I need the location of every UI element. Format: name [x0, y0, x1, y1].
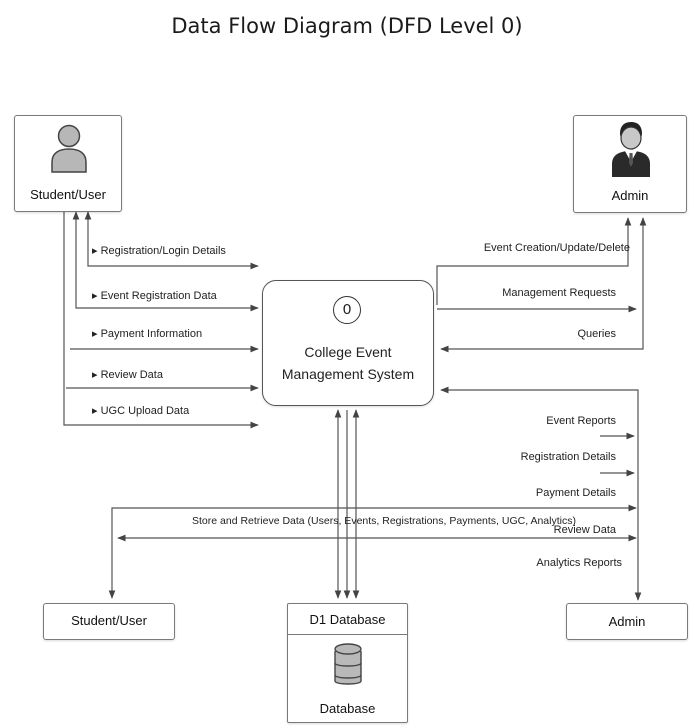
student-user-entity-top[interactable]: Student/User [14, 115, 122, 212]
datastore-header: D1 Database [309, 612, 386, 627]
label-store-retrieve: Store and Retrieve Data (Users, Events, … [192, 515, 576, 527]
admin-icon [612, 122, 650, 177]
label-analytics-reports: Analytics Reports [536, 557, 622, 569]
student-user-entity-bottom[interactable]: Student/User [43, 603, 175, 640]
flow-admin-bottom-link [440, 386, 642, 601]
datastore-d1-database[interactable]: D1 Database Database [287, 603, 408, 723]
label-management-requests: Management Requests [502, 287, 616, 299]
label-review-data-report: Review Data [553, 524, 616, 536]
admin-label-bottom: Admin [608, 614, 646, 629]
label-event-reports: Event Reports [546, 415, 616, 427]
label-event-registration: ▸ Event Registration Data [92, 290, 217, 302]
flow-event-registration [72, 211, 259, 312]
diagram-title: Data Flow Diagram (DFD Level 0) [171, 14, 523, 38]
label-payment-details: Payment Details [535, 487, 616, 499]
label-review-data: ▸ Review Data [92, 369, 163, 381]
process-name-line2: Management System [281, 366, 415, 382]
process-name-line1: College Event [304, 344, 392, 360]
label-registration-details: Registration Details [520, 451, 616, 463]
admin-entity-top[interactable]: Admin [573, 115, 687, 213]
label-registration-login: ▸ Registration/Login Details [92, 245, 226, 257]
user-icon [51, 124, 87, 173]
student-user-label-top: Student/User [30, 187, 106, 202]
flow-store-top [108, 504, 637, 599]
process-college-event-system[interactable]: 0 College Event Management System [262, 280, 434, 406]
process-number-circle: 0 [333, 296, 361, 324]
student-user-label-bottom: Student/User [71, 613, 147, 628]
label-payment-information: ▸ Payment Information [92, 328, 203, 340]
admin-label-top: Admin [611, 188, 649, 203]
admin-entity-bottom[interactable]: Admin [566, 603, 688, 640]
flow-ugc [63, 212, 259, 429]
database-icon [334, 643, 362, 685]
datastore-label: Database [319, 701, 376, 716]
datastore-divider [288, 634, 407, 635]
label-event-crud: Event Creation/Update/Delete [483, 242, 630, 254]
label-queries: Queries [577, 328, 616, 340]
label-ugc-upload: ▸ UGC Upload Data [92, 405, 190, 417]
flow-queries [440, 217, 647, 353]
flow-registration-login [84, 211, 259, 270]
